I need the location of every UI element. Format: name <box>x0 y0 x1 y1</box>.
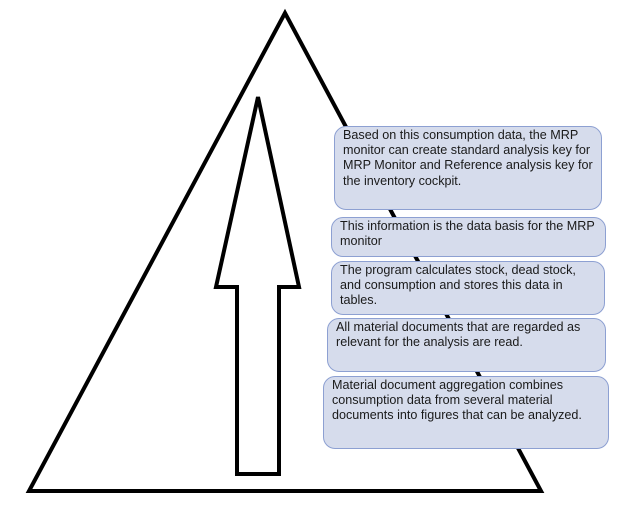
text-box-calculation-label: The program calculates stock, dead stock… <box>340 263 576 308</box>
text-box-calculation: The program calculates stock, dead stock… <box>331 261 605 315</box>
text-box-documents-read: All material documents that are regarded… <box>327 318 606 372</box>
upward-arrow <box>213 96 302 476</box>
text-box-documents-read-label: All material documents that are regarded… <box>336 320 581 350</box>
text-box-monitor: Based on this consumption data, the MRP … <box>334 126 602 210</box>
text-box-monitor-label: Based on this consumption data, the MRP … <box>343 128 593 188</box>
text-box-aggregation-label: Material document aggregation combines c… <box>332 378 582 423</box>
text-box-aggregation: Material document aggregation combines c… <box>323 376 609 449</box>
text-box-data-basis-label: This information is the data basis for t… <box>340 219 595 249</box>
text-box-data-basis: This information is the data basis for t… <box>331 217 606 257</box>
